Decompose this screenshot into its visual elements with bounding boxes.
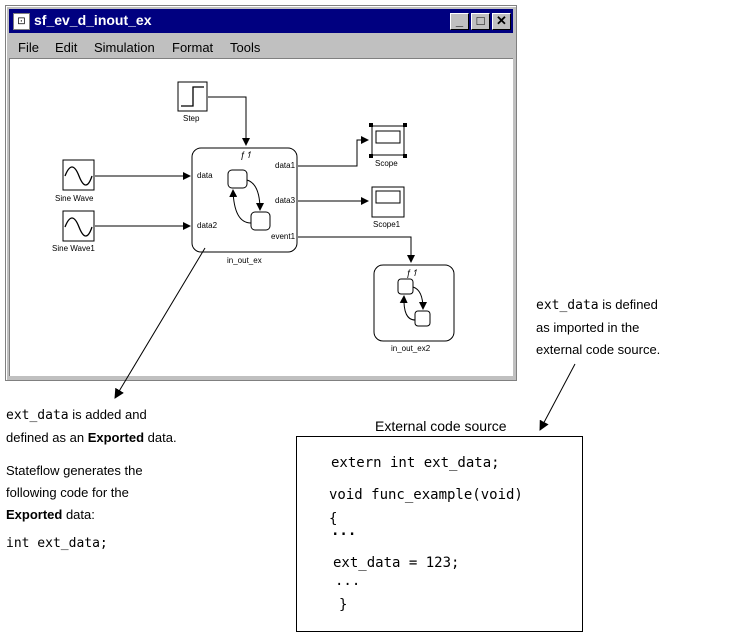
pointer-arrow-left: [114, 247, 206, 399]
sine-wave-label: Sine Wave: [55, 194, 94, 203]
scope1-label: Scope1: [373, 220, 401, 229]
menu-tools[interactable]: Tools: [230, 40, 261, 55]
chart-in-out-ex2-block[interactable]: [373, 264, 455, 342]
sine-wave-block[interactable]: [62, 159, 95, 191]
note-code-name: ext_data: [536, 298, 599, 313]
code-box-title: External code source: [375, 418, 507, 434]
menu-edit[interactable]: Edit: [55, 40, 78, 55]
signal-lines: [95, 96, 415, 263]
note-text: defined as an: [6, 430, 88, 445]
code-line: }: [339, 597, 348, 613]
code-line: void func_example(void): [329, 487, 523, 503]
port-data2-label: data2: [197, 221, 218, 230]
chart-in-out-ex-block[interactable]: [191, 147, 298, 253]
menu-file[interactable]: File: [18, 40, 39, 55]
port-event1-label: event1: [271, 232, 296, 241]
note-bold: Exported: [6, 507, 63, 522]
note-text: data.: [144, 430, 177, 445]
note-stateflow-generates: Stateflow generates the following code f…: [6, 460, 143, 526]
code-line: {: [329, 511, 338, 527]
note-text: is added and: [68, 407, 147, 422]
chart-in-out-ex2-label: in_out_ex2: [391, 344, 431, 353]
menu-simulation[interactable]: Simulation: [94, 40, 155, 55]
note-text: external code source.: [536, 342, 661, 357]
maximize-button[interactable]: □: [471, 13, 490, 30]
scope-block[interactable]: [369, 123, 407, 158]
step-block[interactable]: [177, 81, 208, 112]
chart-trigger-icon: ƒ↿: [240, 150, 253, 160]
note-text: as imported in the: [536, 320, 640, 335]
port-data-label: data: [197, 171, 213, 180]
note-text: Stateflow generates the: [6, 463, 143, 478]
scope1-block[interactable]: [371, 186, 405, 218]
menu-bar: File Edit Simulation Format Tools: [9, 35, 513, 59]
port-data1-label: data1: [275, 161, 296, 170]
close-button[interactable]: ✕: [492, 13, 511, 30]
note-added-exported: ext_data is added and defined as an Expo…: [6, 404, 177, 449]
code-line: ...: [335, 573, 361, 589]
system-menu-icon[interactable]: ⊡: [13, 13, 30, 30]
scope-label: Scope: [375, 159, 398, 168]
note-code-name: ext_data: [6, 408, 69, 423]
menu-format[interactable]: Format: [172, 40, 214, 55]
note-imported: ext_data is defined as imported in the e…: [536, 294, 660, 361]
code-line: ...: [331, 523, 357, 539]
note-bold: Exported: [87, 430, 145, 445]
step-label: Step: [183, 114, 200, 123]
sine-wave1-block[interactable]: [62, 210, 95, 242]
port-data3-label: data3: [275, 196, 296, 205]
sine-wave1-label: Sine Wave1: [52, 244, 95, 253]
note-text: is defined: [598, 297, 658, 312]
minimize-button[interactable]: _: [450, 13, 469, 30]
code-line: extern int ext_data;: [331, 455, 500, 471]
chart-in-out-ex-label: in_out_ex: [227, 256, 262, 265]
external-code-box: extern int ext_data; void func_example(v…: [296, 436, 583, 632]
note-text: data:: [62, 507, 95, 522]
chart2-trigger-icon: ƒ↿: [406, 268, 419, 278]
note-text: following code for the: [6, 485, 129, 500]
title-bar[interactable]: ⊡ sf_ev_d_inout_ex _ □ ✕: [9, 9, 513, 33]
code-line: ext_data = 123;: [333, 555, 460, 571]
pointer-arrow-right: [539, 363, 576, 431]
window-title: sf_ev_d_inout_ex: [34, 12, 152, 28]
note-generated-code: int ext_data;: [6, 536, 108, 551]
